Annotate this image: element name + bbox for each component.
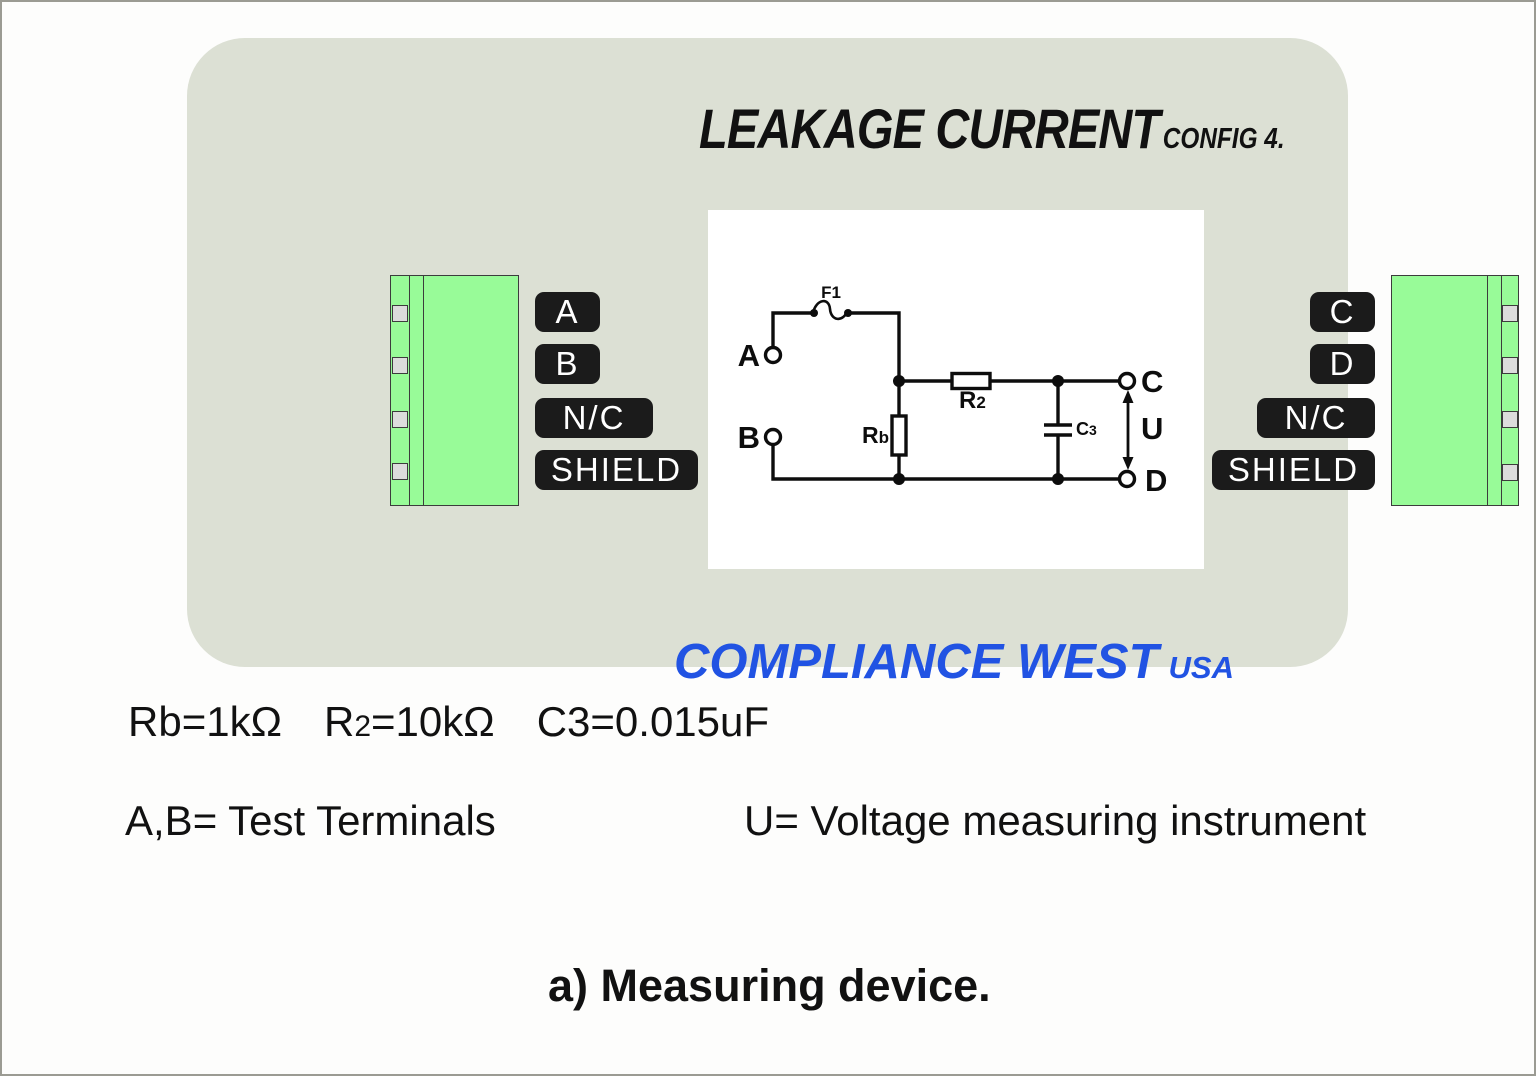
- value-rb: Rb=1kΩ: [128, 698, 282, 745]
- terminal-contact: [392, 305, 408, 322]
- badge-terminal-c: C: [1310, 292, 1375, 332]
- brand-logo: COMPLIANCE WEST USA: [674, 634, 1234, 690]
- badge-left-shield: SHIELD: [535, 450, 698, 490]
- terminal-a-node: [763, 345, 783, 365]
- figure-caption: a) Measuring device.: [548, 960, 991, 1011]
- fuse-node: [844, 309, 852, 317]
- label-terminal-a: A: [738, 338, 760, 373]
- value-c3: C3=0.015uF: [536, 698, 770, 745]
- fuse-element: [811, 299, 850, 321]
- terminal-d-node: [1117, 469, 1137, 489]
- brand-region: USA: [1168, 650, 1234, 685]
- label-fuse-f1: F1: [821, 283, 841, 302]
- terminal-b-node: [763, 427, 783, 447]
- brand-name: COMPLIANCE WEST: [674, 635, 1159, 689]
- arrowhead-up: [1122, 390, 1134, 403]
- resistor-rb-body: [890, 414, 908, 457]
- value-r2: R2=10kΩ: [324, 698, 495, 745]
- divider: [1487, 276, 1488, 505]
- wire: [848, 311, 901, 381]
- note-test-terminals: A,B= Test Terminals: [125, 797, 496, 844]
- terminal-contact: [392, 357, 408, 374]
- badge-left-nc: N/C: [535, 398, 653, 438]
- leakage-circuit-schematic: A B F1 R2 Rb C3 C U D: [738, 283, 1168, 498]
- terminal-c-node: [1117, 371, 1137, 391]
- junction-dot: [893, 473, 905, 485]
- wire: [771, 444, 1120, 481]
- label-resistor-rb: Rb: [862, 422, 889, 448]
- panel-title: LEAKAGE CURRENT CONFIG 4.: [699, 96, 1285, 161]
- badge-terminal-d: D: [1310, 344, 1375, 384]
- terminal-contact: [1502, 357, 1518, 374]
- title-text: LEAKAGE CURRENT: [699, 97, 1160, 160]
- label-meter-u: U: [1141, 411, 1163, 446]
- junction-dot: [1052, 375, 1064, 387]
- terminal-contact: [1502, 464, 1518, 481]
- terminal-contact: [392, 411, 408, 428]
- left-terminal-block: [390, 275, 519, 506]
- junction-dot: [893, 375, 905, 387]
- badge-terminal-b: B: [535, 344, 600, 384]
- label-terminal-d: D: [1145, 463, 1167, 498]
- arrowhead-down: [1122, 457, 1134, 470]
- fuse-node: [810, 309, 818, 317]
- badge-right-shield: SHIELD: [1212, 450, 1375, 490]
- component-values: Rb=1kΩ R2=10kΩ C3=0.015uF: [128, 698, 769, 746]
- label-terminal-b: B: [738, 420, 760, 455]
- device-faceplate-panel: LEAKAGE CURRENT CONFIG 4. A B N/C SHIELD: [187, 38, 1519, 689]
- divider: [1501, 276, 1502, 505]
- label-terminal-c: C: [1141, 364, 1163, 399]
- divider: [423, 276, 424, 505]
- right-terminal-block: [1391, 275, 1519, 506]
- label-resistor-r2: R2: [959, 387, 986, 414]
- divider: [409, 276, 410, 505]
- schematic-canvas: A B F1 R2 Rb C3 C U D: [708, 210, 1204, 569]
- label-capacitor-c3: C3: [1076, 419, 1097, 439]
- badge-terminal-a: A: [535, 292, 600, 332]
- config-label: CONFIG 4.: [1162, 123, 1285, 155]
- note-voltage-instrument: U= Voltage measuring instrument: [744, 797, 1367, 844]
- junction-dot: [1052, 473, 1064, 485]
- badge-right-nc: N/C: [1257, 398, 1375, 438]
- terminal-contact: [392, 463, 408, 480]
- terminal-contact: [1502, 305, 1518, 322]
- terminal-contact: [1502, 411, 1518, 428]
- wire: [771, 311, 813, 348]
